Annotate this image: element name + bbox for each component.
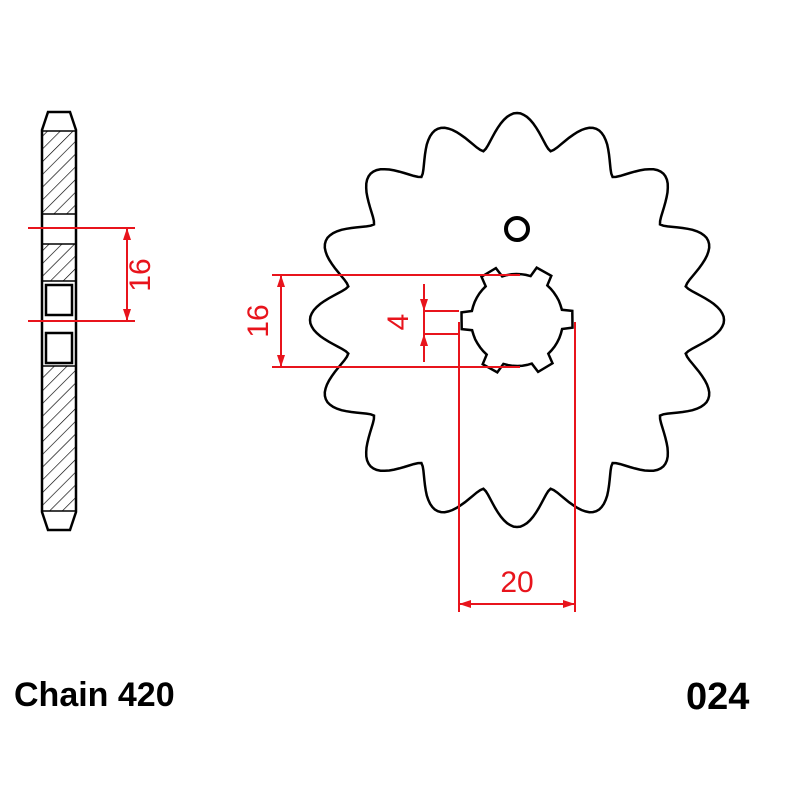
spline-diameter-label: 16 — [242, 304, 275, 337]
splined-bore — [460, 265, 574, 375]
dimension-labels: 16 16 4 20 — [124, 258, 534, 599]
sprocket-outline — [308, 111, 726, 529]
side-thickness-label: 16 — [124, 258, 157, 291]
dimension-arrows — [123, 228, 575, 608]
bore-diameter-label: 20 — [500, 566, 533, 599]
part-number: 024 — [686, 676, 750, 718]
spline-width-label: 4 — [382, 314, 415, 331]
mounting-hole — [504, 216, 530, 242]
dimension-lines — [28, 227, 576, 612]
side-view — [40, 110, 78, 532]
chain-label: Chain 420 — [14, 676, 175, 714]
